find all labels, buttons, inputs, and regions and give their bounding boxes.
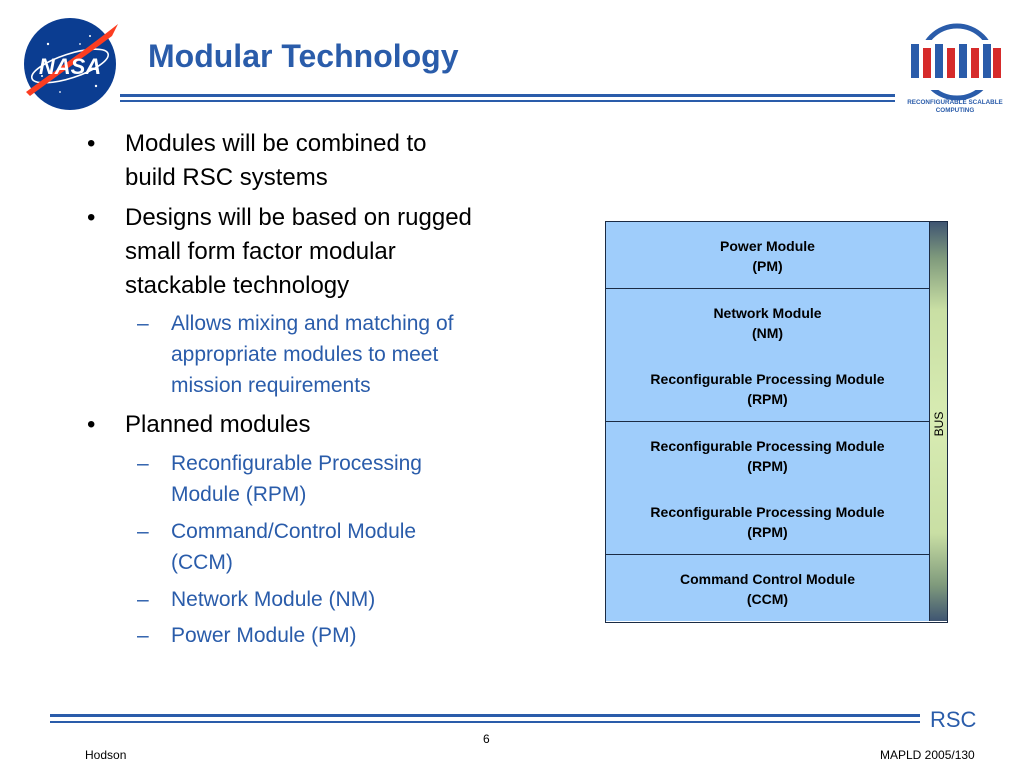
module-name: Command Control Module — [680, 571, 855, 587]
module-rpm-2: Reconfigurable Processing Module (RPM) — [606, 422, 929, 489]
module-abbr: (PM) — [752, 258, 783, 274]
bullet-2-line-3: stackable technology — [125, 272, 350, 299]
module-ccm: Command Control Module (CCM) — [606, 555, 929, 621]
footer-rule-bottom — [50, 721, 920, 723]
sub-bullet-3-1-line-1: Reconfigurable Processing — [171, 452, 422, 475]
module-abbr: (RPM) — [747, 458, 788, 474]
bullet-2-line-1: Designs will be based on rugged — [125, 204, 472, 231]
module-abbr: (NM) — [751, 325, 784, 341]
bullet-dash: – — [137, 624, 149, 647]
header-rule-bottom — [120, 100, 895, 102]
bullet-2-line-2: small form factor modular — [125, 238, 396, 265]
sub-bullet-3-4-line-1: Power Module (PM) — [171, 624, 357, 647]
sub-bullet-3-3-line-1: Network Module (NM) — [171, 588, 376, 611]
sub-bullet-2-1-line-1: Allows mixing and matching of — [171, 312, 454, 335]
module-abbr: (CCM) — [746, 591, 789, 607]
bullet-dash: – — [137, 452, 149, 475]
bus-label: BUS — [932, 411, 946, 437]
bullet-1-line-1: Modules will be combined to — [125, 130, 427, 157]
bullet-dot: • — [87, 204, 96, 231]
module-abbr: (RPM) — [747, 524, 788, 540]
svg-text:NASA: NASA — [39, 54, 101, 79]
module-rpm-3: Reconfigurable Processing Module (RPM) — [606, 488, 929, 555]
sub-bullet-2-1-line-2: appropriate modules to meet — [171, 343, 439, 366]
sub-bullet-2-1-line-3: mission requirements — [171, 374, 371, 397]
module-abbr: (RPM) — [747, 391, 788, 407]
page-number: 6 — [483, 732, 490, 746]
bullet-dot: • — [87, 130, 96, 157]
sub-bullet-3-2-line-2: (CCM) — [171, 551, 233, 574]
bullet-dash: – — [137, 312, 149, 335]
footer-author: Hodson — [85, 748, 127, 762]
module-network: Network Module (NM) — [606, 289, 929, 356]
module-name: Reconfigurable Processing Module — [650, 371, 885, 387]
bullet-dash: – — [137, 520, 149, 543]
footer-event: MAPLD 2005/130 — [880, 748, 975, 762]
rsc-logo: RECONFIGURABLE SCALABLE COMPUTING — [905, 23, 1005, 114]
module-name: Reconfigurable Processing Module — [650, 438, 885, 454]
module-name: Power Module — [720, 238, 815, 254]
module-name: Network Module — [713, 305, 822, 321]
bullet-1-line-2: build RSC systems — [125, 164, 328, 191]
module-rpm-1: Reconfigurable Processing Module (RPM) — [606, 355, 929, 422]
header-rule-top — [120, 94, 895, 97]
slide-title: Modular Technology — [148, 38, 459, 74]
module-power: Power Module (PM) — [606, 222, 929, 289]
sub-bullet-3-1-line-2: Module (RPM) — [171, 483, 307, 506]
bullet-dash: – — [137, 588, 149, 611]
svg-text:RECONFIGURABLE SCALABLE: RECONFIGURABLE SCALABLE — [907, 99, 1003, 106]
bullet-3-line-1: Planned modules — [125, 411, 311, 438]
footer-rsc-logo: RSC — [930, 707, 977, 732]
module-name: Reconfigurable Processing Module — [650, 504, 885, 520]
bus-bar: BUS — [929, 222, 947, 621]
nasa-logo: NASA — [24, 18, 118, 110]
bullet-dot: • — [87, 411, 96, 438]
svg-text:COMPUTING: COMPUTING — [936, 107, 975, 114]
sub-bullet-3-2-line-1: Command/Control Module — [171, 520, 417, 543]
module-stack-diagram: Power Module (PM) Network Module (NM) Re… — [605, 221, 948, 623]
footer-rule-top — [50, 714, 920, 717]
